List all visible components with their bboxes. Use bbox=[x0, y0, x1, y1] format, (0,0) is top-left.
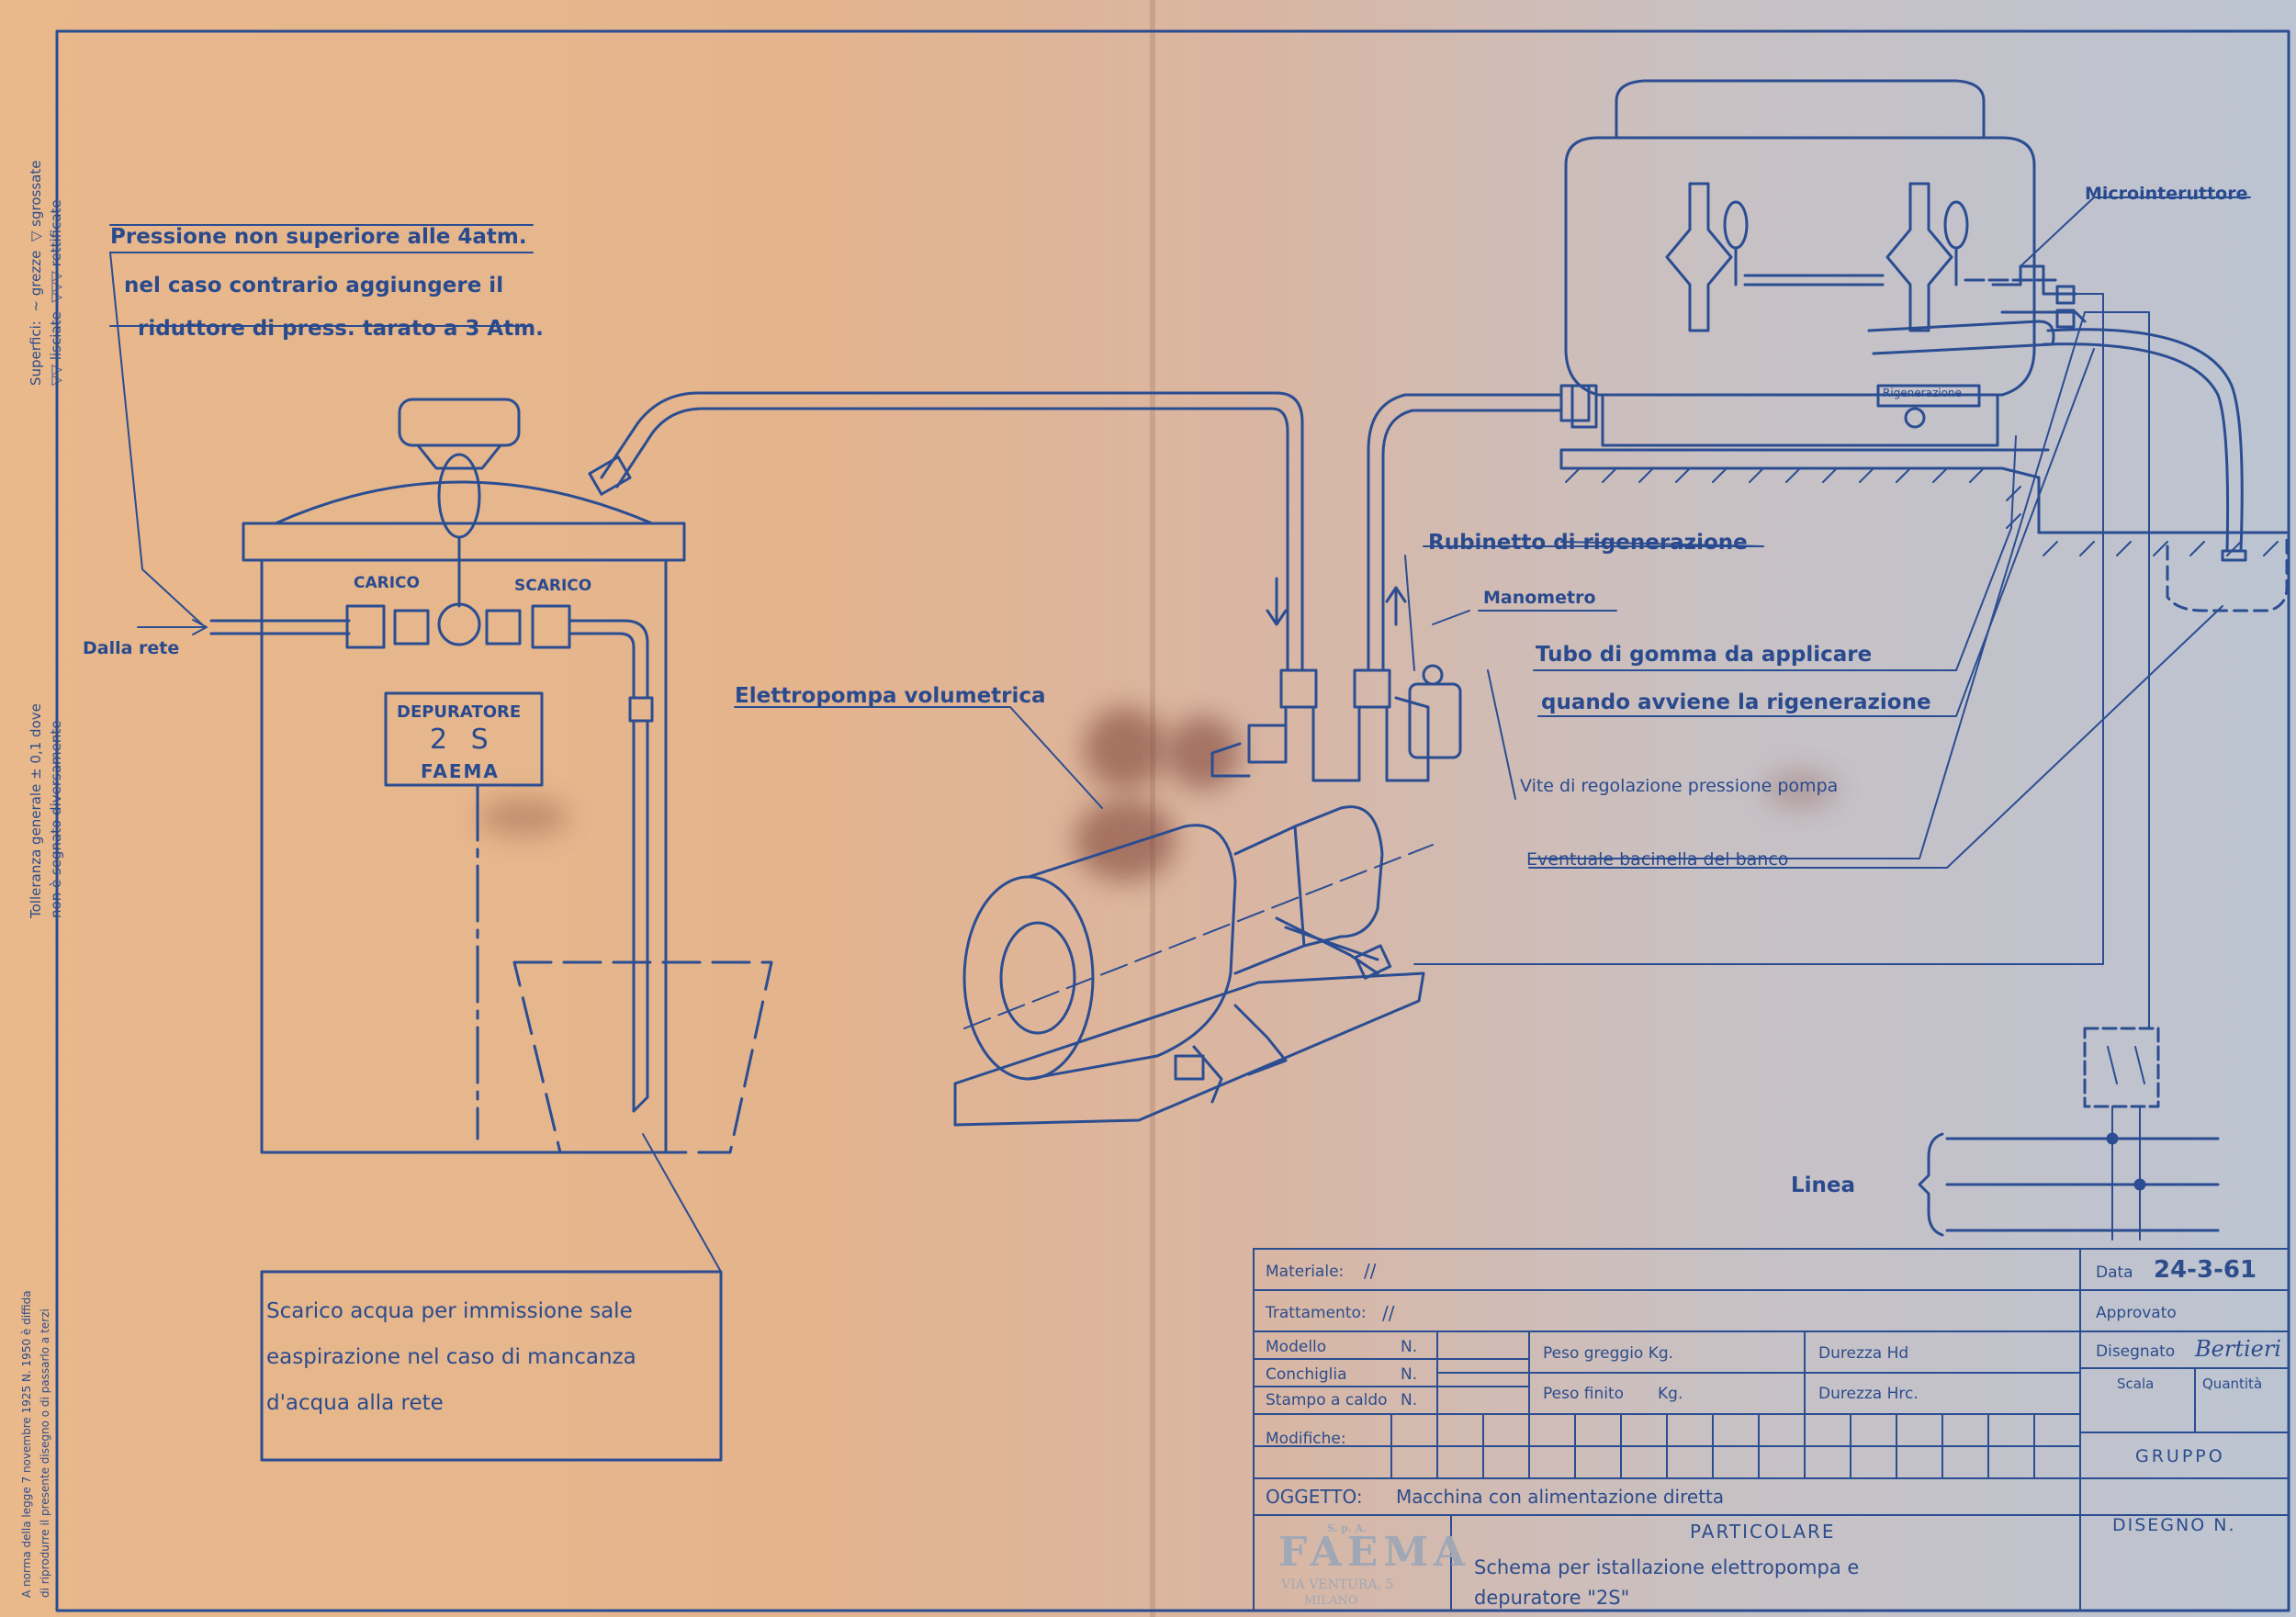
durezza-hd-label: Durezza Hd bbox=[1818, 1344, 1909, 1363]
superfici-legend-2: ▽▽ lisciate ▽▽▽ rettificate bbox=[48, 199, 64, 386]
gruppo-label: GRUPPO bbox=[2135, 1446, 2225, 1466]
materiale-value: // bbox=[1364, 1260, 1377, 1282]
bacinella-label: Eventuale bacinella del banco bbox=[1526, 849, 1789, 870]
tubo-note-line1: Tubo di gomma da applicare bbox=[1536, 643, 1873, 667]
modello-label: Modello bbox=[1266, 1338, 1327, 1356]
depuratore-tank bbox=[209, 398, 773, 1154]
elettropompa-label: Elettropompa volumetrica bbox=[735, 684, 1046, 708]
peso-greggio-label: Peso greggio Kg. bbox=[1543, 1344, 1674, 1363]
conchiglia-value: N. bbox=[1401, 1365, 1418, 1384]
company-sa: S. p. A. bbox=[1327, 1522, 1367, 1534]
stain bbox=[1075, 799, 1176, 881]
oggetto-label: OGGETTO: bbox=[1266, 1486, 1363, 1508]
legge-note-2: di riprodurre il presente disegno o di p… bbox=[39, 1308, 51, 1598]
pressione-note-line1: Pressione non superiore alle 4atm. bbox=[110, 225, 527, 249]
depuratore-brand: FAEMA bbox=[421, 760, 500, 782]
approvato-label: Approvato bbox=[2096, 1304, 2177, 1322]
company-city: MILANO bbox=[1304, 1594, 1358, 1608]
peso-finito-label: Peso finito bbox=[1543, 1385, 1625, 1403]
company-address: VIA VENTURA, 5 bbox=[1281, 1578, 1394, 1592]
sgrossate-label: ▽ sgrossate bbox=[28, 160, 44, 242]
grezze-label: ~ grezze bbox=[28, 250, 44, 312]
linea-label: Linea bbox=[1791, 1173, 1856, 1197]
vite-label: Vite di regolazione pressione pompa bbox=[1520, 776, 1839, 796]
company-logo: FAEMA bbox=[1278, 1529, 1471, 1576]
stain bbox=[1084, 707, 1166, 790]
pressione-note-line2: nel caso contrario aggiungere il bbox=[124, 274, 504, 298]
stain bbox=[1763, 771, 1837, 808]
manometro-label: Manometro bbox=[1483, 588, 1596, 608]
trattamento-value: // bbox=[1382, 1302, 1395, 1324]
trattamento-label: Trattamento: bbox=[1266, 1304, 1367, 1322]
legge-note-1: A norma della legge 7 novembre 1925 N. 1… bbox=[20, 1290, 33, 1598]
pressione-note-line3: riduttore di press. tarato a 3 Atm. bbox=[138, 317, 544, 341]
dalla-rete-label: Dalla rete bbox=[83, 638, 180, 658]
superfici-label: Superfici: bbox=[28, 320, 44, 386]
modifiche-label: Modifiche: bbox=[1266, 1430, 1346, 1448]
rigenerazione-plate: Rigenerazione bbox=[1883, 387, 1962, 399]
tolleranza-note: Tolleranza generale ± 0,1 dove bbox=[28, 703, 44, 918]
stampo-value: N. bbox=[1401, 1391, 1418, 1409]
conchiglia-label: Conchiglia bbox=[1266, 1365, 1347, 1384]
stain bbox=[478, 799, 569, 836]
tubo-note-line2: quando avviene la rigenerazione bbox=[1541, 691, 1931, 714]
non-segnate-note: non è segnato diversamente bbox=[48, 720, 64, 918]
scala-label: Scala bbox=[2117, 1376, 2155, 1392]
rubinetto-label: Rubinetto di rigenerazione bbox=[1428, 531, 1748, 555]
carico-label: CARICO bbox=[354, 574, 420, 592]
modello-value: N. bbox=[1401, 1338, 1418, 1356]
pump-valves bbox=[1210, 664, 1462, 782]
disegnato-signature: Bertieri bbox=[2195, 1336, 2281, 1362]
rettificate-label: ▽▽▽ rettificate bbox=[48, 199, 64, 303]
espresso-machine bbox=[1559, 79, 2087, 452]
data-value: 24-3-61 bbox=[2154, 1256, 2257, 1284]
scarico-label: SCARICO bbox=[514, 577, 592, 595]
materiale-label: Materiale: bbox=[1266, 1263, 1345, 1281]
electropump bbox=[953, 805, 1434, 1127]
schema-line1: Schema per istallazione elettropompa e bbox=[1474, 1556, 1860, 1578]
supply-pipe bbox=[588, 384, 1591, 672]
microinterruttore-label: Microinteruttore bbox=[2085, 184, 2248, 204]
scarico-note-line3: d'acqua alla rete bbox=[266, 1391, 444, 1415]
peso-finito-unit: Kg. bbox=[1658, 1385, 1683, 1403]
schema-line2: depuratore "2S" bbox=[1474, 1587, 1630, 1609]
particolare-label: PARTICOLARE bbox=[1690, 1521, 1836, 1543]
durezza-hrc-label: Durezza Hrc. bbox=[1818, 1385, 1919, 1403]
quantita-label: Quantità bbox=[2202, 1376, 2263, 1392]
stain bbox=[1166, 716, 1240, 790]
superfici-legend: Superfici: ~ grezze ▽ sgrossate bbox=[28, 161, 44, 386]
scarico-note-line1: Scarico acqua per immissione sale bbox=[266, 1299, 633, 1323]
depuratore-model: 2 S bbox=[430, 724, 496, 756]
scarico-note-line2: easpirazione nel caso di mancanza bbox=[266, 1345, 636, 1369]
disegno-label: DISEGNO N. bbox=[2112, 1515, 2236, 1535]
stampo-label: Stampo a caldo bbox=[1266, 1391, 1388, 1409]
lisciate-label: ▽▽ lisciate bbox=[48, 311, 64, 386]
depuratore-label: DEPURATORE bbox=[397, 702, 522, 722]
title-block-lines bbox=[1253, 1248, 2290, 1611]
disegnato-label: Disegnato bbox=[2096, 1342, 2176, 1361]
oggetto-value: Macchina con alimentazione diretta bbox=[1396, 1486, 1725, 1508]
data-label: Data bbox=[2096, 1263, 2133, 1282]
